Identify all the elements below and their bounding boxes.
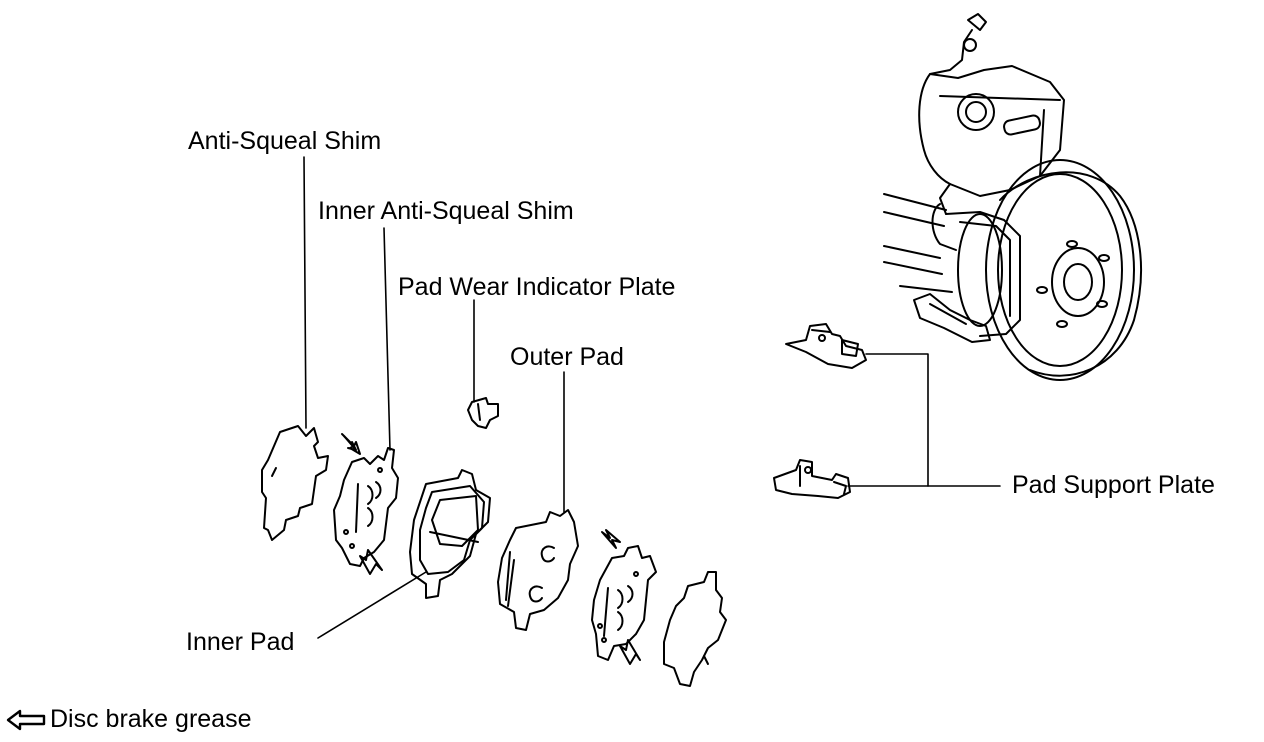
legend: Disc brake grease <box>6 704 251 734</box>
caliper-rotor-assembly <box>883 13 1143 381</box>
label-inner-pad: Inner Pad <box>186 628 295 656</box>
leader-support-upper <box>865 353 929 487</box>
label-inner-anti-squeal-shim: Inner Anti-Squeal Shim <box>318 197 574 225</box>
leader-inner-anti-squeal-shim <box>383 227 391 451</box>
leader-anti-squeal-shim <box>303 156 307 429</box>
pad-support-plate-lower <box>773 459 851 499</box>
pad-wear-indicator-plate <box>467 397 499 429</box>
outer-pad <box>497 509 579 631</box>
grease-arrow-icon-1 <box>341 433 361 455</box>
anti-squeal-shim-right <box>663 571 727 687</box>
inner-pad <box>409 469 491 599</box>
pad-support-plate-upper <box>785 323 867 369</box>
inner-anti-squeal-shim <box>333 447 399 567</box>
grease-arrow-icon-3 <box>601 529 621 549</box>
outer-anti-squeal-shim <box>591 545 657 661</box>
label-pad-support-plate: Pad Support Plate <box>1012 471 1215 499</box>
grease-arrow-icon-2 <box>359 549 383 575</box>
leader-inner-pad <box>317 571 427 639</box>
leader-lines <box>303 156 1001 639</box>
anti-squeal-shim-left <box>261 425 329 541</box>
label-anti-squeal-shim: Anti-Squeal Shim <box>188 127 382 155</box>
label-outer-pad: Outer Pad <box>510 343 624 371</box>
hollow-arrow-left-icon <box>6 709 46 731</box>
legend-text: Disc brake grease <box>50 705 252 733</box>
label-pad-wear-indicator-plate: Pad Wear Indicator Plate <box>398 273 676 301</box>
grease-arrow-icon-4 <box>619 639 641 665</box>
